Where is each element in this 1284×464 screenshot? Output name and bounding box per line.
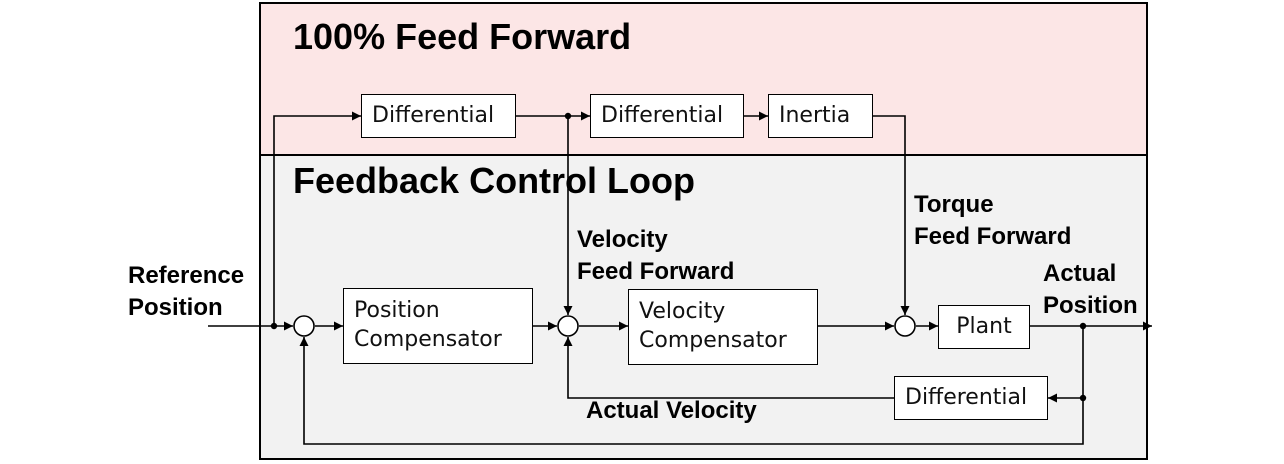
feedback-loop-title: Feedback Control Loop xyxy=(293,160,696,201)
reference-position-line-2: Position xyxy=(128,294,223,321)
wire-reference-to-differential xyxy=(273,111,361,326)
differential-feedback-block: Differential xyxy=(894,376,1048,420)
torque-feed-forward-label: Torque Feed Forward xyxy=(914,189,1071,253)
inertia-block: Inertia xyxy=(768,94,873,138)
actual-position-label: Actual Position xyxy=(1043,258,1138,322)
reference-position-label: Reference Position xyxy=(128,260,244,324)
velocity-feed-forward-line-1: Velocity xyxy=(577,226,668,253)
plant-block: Plant xyxy=(938,305,1030,349)
wire-actual-velocity-feedback xyxy=(563,337,894,399)
summing-junction-torque xyxy=(894,315,916,337)
feed-forward-title: 100% Feed Forward xyxy=(293,16,632,57)
position-compensator-block: Position Compensator xyxy=(343,288,533,364)
wire-output-to-differential xyxy=(1048,326,1084,403)
velocity-feed-forward-line-2: Feed Forward xyxy=(577,258,735,285)
actual-position-line-1: Actual xyxy=(1043,260,1117,287)
summing-junction-velocity xyxy=(557,315,579,337)
junction-dot-output xyxy=(1079,322,1087,330)
actual-position-line-2: Position xyxy=(1043,292,1138,319)
junction-dot-velocity-ff xyxy=(564,112,572,120)
torque-feed-forward-line-2: Feed Forward xyxy=(914,223,1072,250)
torque-feed-forward-line-1: Torque xyxy=(914,191,994,218)
junction-dot-feedback xyxy=(1079,394,1087,402)
differential-block-1: Differential xyxy=(361,94,516,138)
differential-block-2: Differential xyxy=(590,94,744,138)
junction-dot-reference xyxy=(270,322,278,330)
velocity-compensator-line-2: Compensator xyxy=(639,328,787,353)
velocity-feed-forward-label: Velocity Feed Forward xyxy=(577,224,734,288)
position-compensator-line-2: Compensator xyxy=(354,327,502,352)
velocity-compensator-block: Velocity Compensator xyxy=(628,289,818,365)
actual-velocity-label: Actual Velocity xyxy=(586,397,757,424)
reference-position-line-1: Reference xyxy=(128,262,245,289)
summing-junction-position xyxy=(293,315,315,337)
wire-position-feedback xyxy=(299,337,1084,445)
position-compensator-line-1: Position xyxy=(354,298,440,324)
velocity-compensator-line-1: Velocity xyxy=(639,299,726,325)
wire-torque-feed-forward xyxy=(873,115,910,315)
